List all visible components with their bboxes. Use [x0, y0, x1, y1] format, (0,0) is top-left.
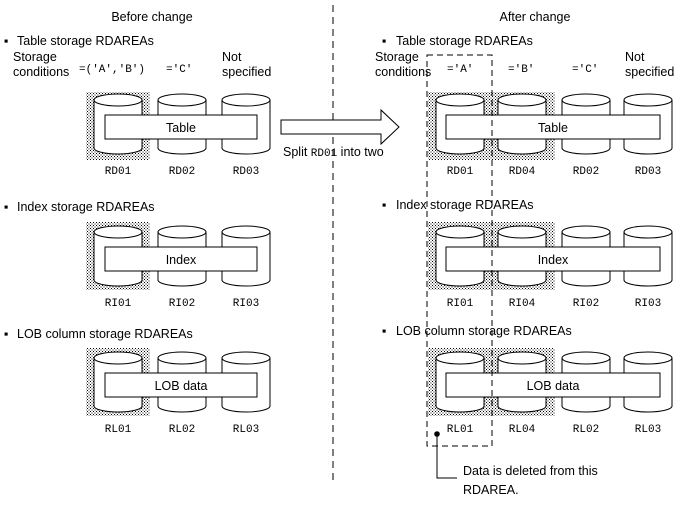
after-lob-bar-label: LOB data — [527, 379, 580, 393]
before-lob-bar — [104, 372, 258, 398]
bullet: ▪ — [4, 34, 8, 48]
after-conditions-label: conditions — [375, 65, 431, 79]
label-rl01: RL01 — [105, 424, 132, 436]
label-ri01: RI01 — [105, 298, 132, 310]
before-lob-bar-label: LOB data — [155, 379, 208, 393]
after-condition-1: ='A' — [447, 64, 473, 76]
after-table-bar-label: Table — [538, 121, 568, 135]
before-lob-section-title: LOB column storage RDAREAs — [17, 327, 193, 341]
label-ri01: RI01 — [447, 298, 474, 310]
before-condition-2: ='C' — [166, 64, 192, 76]
after-lob-bar — [445, 372, 661, 398]
after-index-section-title: Index storage RDAREAs — [396, 198, 534, 212]
before-not-specified: Not — [222, 50, 242, 64]
before-heading: Before change — [111, 10, 192, 24]
split-caption: Split RD01 into two — [283, 145, 384, 160]
before-index-section-title: Index storage RDAREAs — [17, 200, 155, 214]
after-table-section-title: Table storage RDAREAs — [396, 34, 533, 48]
after-not-specified: Not — [625, 50, 645, 64]
label-rl01: RL01 — [447, 424, 474, 436]
label-rd03: RD03 — [635, 166, 661, 178]
bullet: ▪ — [4, 327, 8, 341]
label-rl03: RL03 — [233, 424, 259, 436]
label-ri02: RI02 — [573, 298, 599, 310]
label-rd01: RD01 — [447, 166, 474, 178]
note-leader-line — [436, 434, 457, 479]
after-table-bar — [445, 114, 661, 140]
after-not-specified-2: specified — [625, 65, 674, 79]
after-index-bar-label: Index — [538, 253, 569, 267]
bullet: ▪ — [382, 34, 386, 48]
after-index-bar — [445, 246, 661, 272]
before-storage-label: Storage — [13, 50, 57, 64]
before-index-bar-label: Index — [166, 253, 197, 267]
after-storage-label: Storage — [375, 50, 419, 64]
before-table-bar — [104, 114, 258, 140]
label-rd01: RD01 — [105, 166, 132, 178]
cylinder-rl02 — [561, 351, 611, 413]
before-conditions-label: conditions — [13, 65, 69, 79]
label-rd04: RD04 — [509, 166, 536, 178]
after-heading: After change — [500, 10, 571, 24]
after-condition-3: ='C' — [572, 64, 598, 76]
bullet: ▪ — [382, 198, 386, 212]
label-rl03: RL03 — [635, 424, 661, 436]
before-table-bar-label: Table — [166, 121, 196, 135]
label-ri04: RI04 — [509, 298, 536, 310]
label-rd03: RD03 — [233, 166, 259, 178]
deleted-rdarea-outline — [426, 54, 493, 447]
label-ri02: RI02 — [169, 298, 195, 310]
note-text: Data is deleted from this — [463, 464, 598, 478]
split-arrow — [280, 108, 400, 146]
label-rd02: RD02 — [573, 166, 599, 178]
label-rl04: RL04 — [509, 424, 536, 436]
before-index-bar — [104, 246, 258, 272]
bullet: ▪ — [382, 324, 386, 338]
label-ri03: RI03 — [233, 298, 259, 310]
note-text-2: RDAREA. — [463, 483, 519, 497]
label-ri03: RI03 — [635, 298, 661, 310]
before-table-section-title: Table storage RDAREAs — [17, 34, 154, 48]
bullet: ▪ — [4, 200, 8, 214]
before-not-specified-2: specified — [222, 65, 271, 79]
before-condition-1: =('A','B') — [79, 64, 145, 76]
label-rl02: RL02 — [573, 424, 599, 436]
label-rl02: RL02 — [169, 424, 195, 436]
after-lob-section-title: LOB column storage RDAREAs — [396, 324, 572, 338]
after-condition-2: ='B' — [508, 64, 534, 76]
label-rd02: RD02 — [169, 166, 195, 178]
